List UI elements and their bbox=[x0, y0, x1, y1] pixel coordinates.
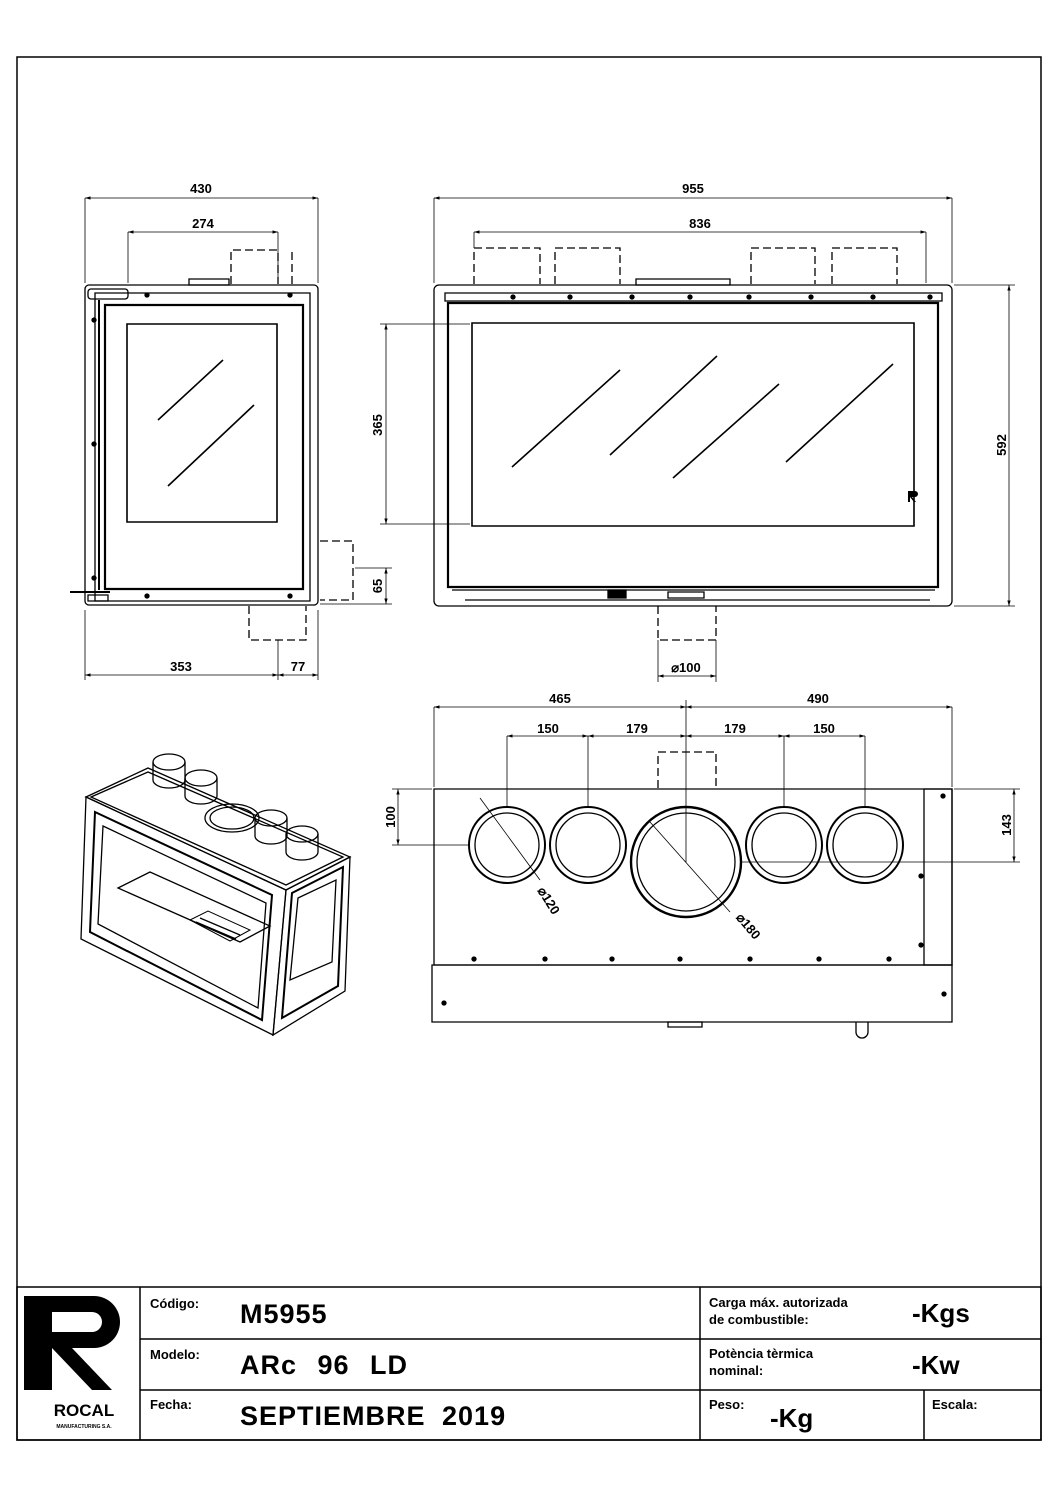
logo-subtext: MANUFACTURING S.A. bbox=[56, 1424, 112, 1430]
modelo-label: Modelo: bbox=[150, 1347, 200, 1362]
codigo-value: M5955 bbox=[240, 1299, 328, 1329]
top-right-offset-label: 143 bbox=[999, 814, 1014, 836]
top-small-diameter-label: ⌀120 bbox=[535, 884, 563, 917]
top-spacing-a-label: 150 bbox=[537, 721, 559, 736]
codigo-label: Código: bbox=[150, 1296, 199, 1311]
top-spacing-b-label: 179 bbox=[626, 721, 648, 736]
top-spacing-c-label: 179 bbox=[724, 721, 746, 736]
side-outlet-span-label: 274 bbox=[192, 216, 214, 231]
front-width-total-label: 955 bbox=[682, 181, 704, 196]
carga-value: -Kgs bbox=[912, 1298, 970, 1328]
side-width-total-label: 430 bbox=[190, 181, 212, 196]
side-leg-height-label: 65 bbox=[370, 579, 385, 593]
carga-label-line-2: de combustible: bbox=[709, 1312, 809, 1327]
isometric-view bbox=[81, 754, 350, 1035]
modelo-value: ARc 96 LD bbox=[240, 1350, 408, 1380]
front-bottom-inlet-label: ⌀100 bbox=[671, 660, 701, 675]
top-right-half-label: 490 bbox=[807, 691, 829, 706]
rocal-logo-icon bbox=[24, 1296, 120, 1390]
title-block bbox=[17, 1287, 1041, 1440]
top-left-half-label: 465 bbox=[549, 691, 571, 706]
front-view-dimensions bbox=[380, 196, 1015, 682]
carga-label-line-1: Carga máx. autorizada bbox=[709, 1295, 848, 1310]
logo-text: ROCAL bbox=[54, 1401, 114, 1420]
top-spacing-d-label: 150 bbox=[813, 721, 835, 736]
front-outlet-span-label: 836 bbox=[689, 216, 711, 231]
side-depth-rear-label: 77 bbox=[291, 659, 305, 674]
top-view bbox=[432, 700, 952, 1038]
rocal-logo: ROCAL MANUFACTURING S.A. bbox=[24, 1296, 120, 1430]
potencia-label-line-1: Potència tèrmica bbox=[709, 1346, 814, 1361]
side-view-dimensions bbox=[85, 196, 392, 680]
rocal-mark-icon bbox=[908, 491, 918, 502]
peso-value: -Kg bbox=[770, 1403, 813, 1433]
sheet-border bbox=[17, 57, 1041, 1440]
side-depth-front-label: 353 bbox=[170, 659, 192, 674]
potencia-value: -Kw bbox=[912, 1350, 960, 1380]
top-large-diameter-label: ⌀180 bbox=[733, 910, 763, 942]
front-view bbox=[434, 248, 952, 640]
top-view-dimensions bbox=[392, 705, 1020, 862]
front-glass-height-label: 365 bbox=[370, 414, 385, 436]
side-view bbox=[70, 250, 353, 640]
top-left-offset-label: 100 bbox=[383, 806, 398, 828]
fecha-value: SEPTIEMBRE 2019 bbox=[240, 1401, 506, 1431]
escala-label: Escala: bbox=[932, 1397, 978, 1412]
front-height-total-label: 592 bbox=[994, 434, 1009, 456]
fecha-label: Fecha: bbox=[150, 1397, 192, 1412]
potencia-label-line-2: nominal: bbox=[709, 1363, 763, 1378]
peso-label: Peso: bbox=[709, 1397, 744, 1412]
